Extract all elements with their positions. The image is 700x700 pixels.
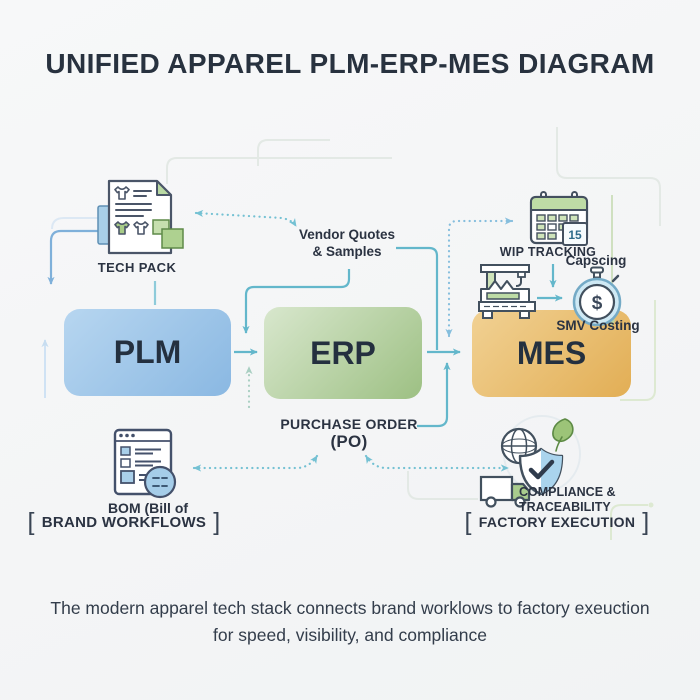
bracket-open: [ [464,508,472,536]
factory-execution-text: FACTORY EXECUTION [478,514,636,530]
vendor-quotes-line1: Vendor Quotes [298,227,396,242]
stopwatch-nub [611,274,620,283]
bracket-close: ] [642,508,650,536]
machine-foot [482,310,493,319]
caption: The modern apparel tech stack connects b… [18,595,682,649]
dotted-po-to-bom [192,454,319,472]
bracket-open: [ [27,508,35,536]
caption-line2: for speed, visibility, and compliance [213,625,487,646]
bom-count-badge [143,465,177,499]
tech-pack-label: TECH PACK [97,260,177,275]
brand-workflows-label: [ BRAND WORKFLOWS ] [28,509,221,535]
stopwatch-dollar-icon: $ [569,266,625,328]
decor-node [648,502,654,508]
tshirt-green [114,221,130,235]
spec-lines [115,190,152,217]
wip-tracking-label: WIP TRACKING [499,245,597,259]
factory-execution-label: [ FACTORY EXECUTION ] [464,509,649,535]
tshirt-outline-bottom [133,221,149,235]
machine-spool [517,271,526,278]
calendar-header [530,196,588,211]
vendor-quotes-label: Vendor Quotes & Samples [299,226,395,260]
decor-line [166,157,392,184]
tech-pack-icon [96,176,196,262]
purchase-order-label: PURCHASE ORDER (PO) [280,416,417,450]
browser-dots [119,433,135,438]
dotted-techpack-vendor [194,209,298,228]
vendor-quotes-line2: & Samples [312,244,382,259]
calendar-day-number: 15 [568,228,582,242]
purchase-order-line1: PURCHASE ORDER [280,416,418,432]
mes-box-label: MES [516,335,587,371]
machine-foot [519,310,530,319]
smv-costing-label: SMV Costing [556,318,640,333]
plm-box-label: PLM [113,334,182,370]
machine-hook [515,277,522,287]
compliance-line2: TRACEABILITY [519,499,611,514]
decor-line [257,139,330,166]
calendar-icon: 15 [527,190,593,250]
erp-box: ERP [264,307,422,399]
page-fold [156,180,172,196]
badge-digits [152,477,168,487]
brand-workflows-text: BRAND WORKFLOWS [41,513,207,531]
leaf-icon [552,418,574,452]
erp-box-label: ERP [310,334,376,371]
caption-line1: The modern apparel tech stack connects b… [50,598,650,618]
machine-display [486,292,520,300]
stopwatch-stem [593,271,601,279]
bom-label: BOM (Bill of [107,500,189,516]
truck-icon [479,475,531,508]
tshirt-outline-top [114,186,130,200]
bom-window-icon [109,425,181,505]
purchase-order-abbrev: (PO) [330,432,368,451]
decor-line [407,471,478,500]
capscing-label: Capscing [565,253,627,268]
dollar-glyph: $ [592,293,603,314]
bracket-close: ] [213,508,221,536]
plm-box: PLM [64,309,231,396]
sewing-machine-icon [476,262,538,326]
stopwatch-face [578,283,616,321]
fabric-swatch-large [161,228,184,249]
compliance-line1: COMPLIANCE & [519,485,616,499]
machine-top-bar [480,264,530,273]
page-title: UNIFIED APPAREL PLM-ERP-MES DIAGRAM [45,48,655,79]
